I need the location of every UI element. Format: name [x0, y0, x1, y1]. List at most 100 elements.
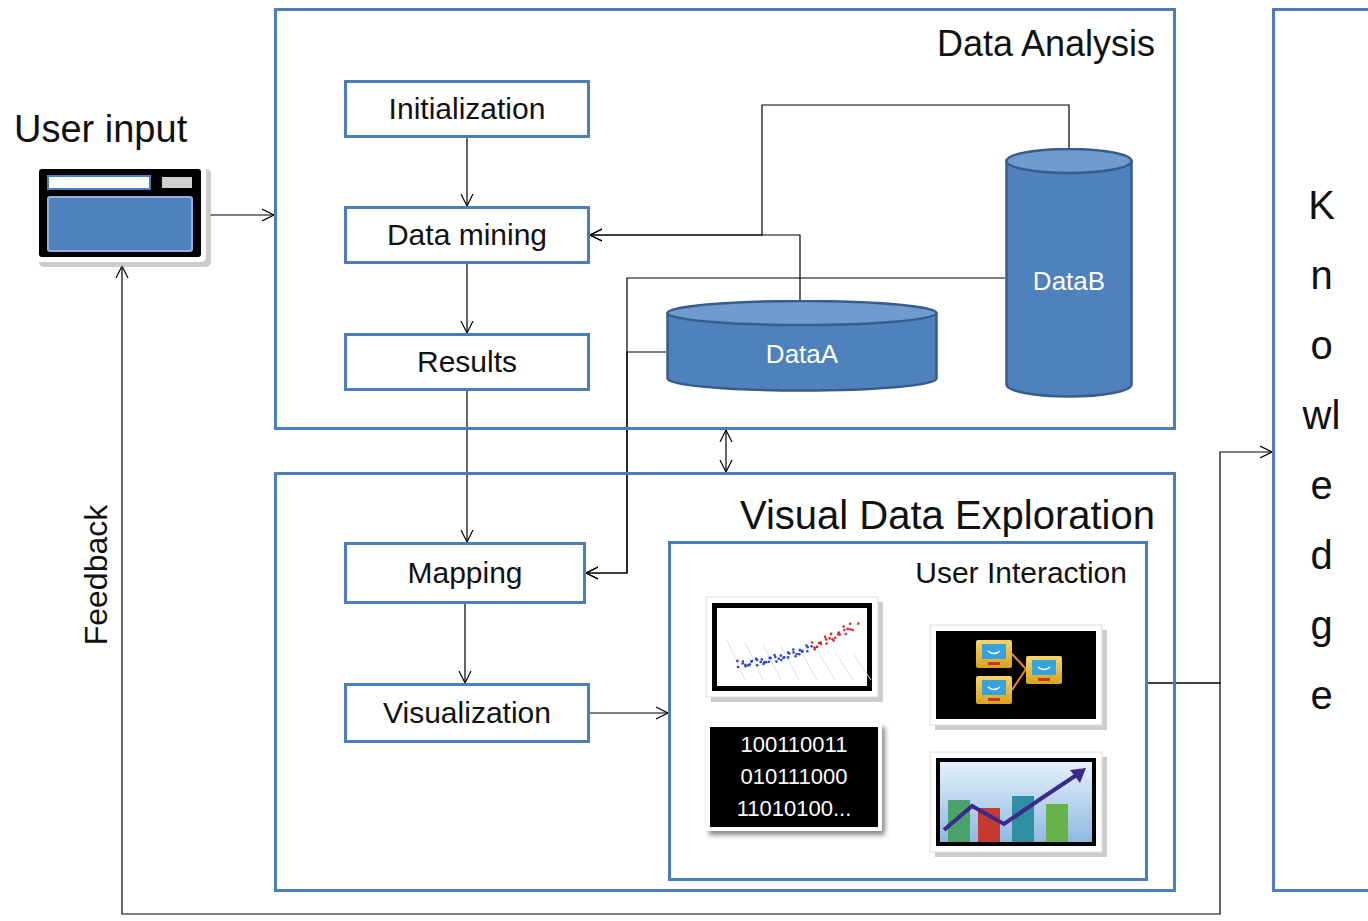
connector — [210, 214, 274, 215]
agents-thumbnail — [1032, 660, 1056, 675]
scatter-thumbnail — [761, 658, 764, 661]
interaction-panel: 100110011 010111000 11010100...User Inte… — [668, 541, 1148, 881]
connector — [590, 105, 1069, 235]
bar-chart-thumbnail — [948, 800, 970, 842]
knowledge-box: Knowledge — [1272, 8, 1368, 892]
scatter-thumbnail — [806, 650, 809, 653]
agents-thumbnail — [1012, 654, 1026, 690]
scatter-thumbnail — [727, 640, 745, 680]
scatter-thumbnail — [811, 641, 814, 644]
connector — [590, 235, 800, 300]
scatter-thumbnail — [853, 654, 871, 680]
agents-thumbnail — [936, 631, 1096, 719]
bar-chart-thumbnail — [930, 752, 1102, 852]
scatter-thumbnail — [799, 648, 817, 680]
scatter-thumbnail — [824, 636, 827, 639]
bar-chart-thumbnail — [1046, 804, 1068, 842]
process-box: Initialization — [344, 80, 590, 138]
scatter-thumbnail — [775, 660, 778, 663]
user-input-icon — [34, 164, 206, 262]
scatter-thumbnail — [817, 650, 835, 680]
scatter-thumbnail — [795, 653, 798, 656]
process-box: Results — [344, 333, 590, 391]
scatter-thumbnail — [748, 663, 751, 666]
scatter-thumbnail — [756, 664, 759, 667]
bar-chart-thumbnail — [935, 757, 1107, 857]
edge-label: Feedback — [78, 505, 115, 646]
node-label: Knowledge — [1302, 170, 1342, 730]
scatter-thumbnail — [792, 651, 795, 654]
scatter-thumbnail — [706, 597, 883, 702]
user-input-icon — [48, 197, 192, 251]
scatter-thumbnail — [769, 657, 772, 660]
scatter-thumbnail — [857, 622, 860, 625]
connector — [590, 712, 668, 713]
agents-thumbnail — [1026, 656, 1062, 684]
scatter-thumbnail — [810, 645, 813, 648]
scatter-thumbnail — [819, 641, 822, 644]
scatter-thumbnail — [712, 603, 872, 691]
analysis-panel: InitializationData miningResultsDataADat… — [274, 8, 1176, 430]
scatter-thumbnail — [736, 660, 739, 663]
scatter-thumbnail — [777, 658, 780, 661]
agents-thumbnail — [988, 698, 1000, 701]
scatter-thumbnail — [835, 652, 853, 680]
user-input-icon — [39, 169, 201, 257]
node-label: Results — [417, 345, 517, 379]
user-input-icon — [162, 177, 192, 188]
bar-chart-thumbnail — [940, 762, 1092, 842]
connector — [464, 604, 465, 683]
scatter-thumbnail — [816, 646, 819, 649]
node-label: Visualization — [383, 696, 551, 730]
scatter-thumbnail — [792, 648, 795, 651]
cylinder-outline — [1007, 149, 1132, 173]
scatter-thumbnail — [768, 657, 771, 660]
user-input-icon — [48, 176, 150, 189]
scatter-thumbnail — [768, 660, 771, 663]
agents-thumbnail — [976, 640, 1012, 668]
scatter-thumbnail — [844, 633, 847, 636]
scatter-thumbnail — [765, 661, 768, 664]
scatter-thumbnail — [706, 597, 878, 697]
scatter-thumbnail — [849, 628, 852, 631]
scatter-thumbnail — [799, 649, 802, 652]
scatter-thumbnail — [798, 653, 801, 656]
agents-thumbnail — [1038, 678, 1050, 681]
scatter-thumbnail — [813, 646, 816, 649]
bar-chart-thumbnail — [936, 758, 1096, 846]
bar-chart-thumbnail — [1012, 796, 1034, 842]
process-box: Visualization — [344, 683, 590, 743]
connector — [586, 352, 666, 573]
node-label: DataA — [766, 339, 838, 370]
scatter-thumbnail — [846, 628, 849, 631]
node-label: DataB — [1033, 266, 1105, 297]
scatter-thumbnail — [711, 602, 883, 702]
scatter-thumbnail — [736, 622, 860, 668]
agents-thumbnail — [976, 676, 1012, 704]
scatter-thumbnail — [759, 661, 762, 664]
scatter-thumbnail — [745, 642, 763, 680]
bar-chart-thumbnail — [944, 774, 1078, 830]
scatter-thumbnail — [787, 656, 790, 659]
scatter-thumbnail — [717, 608, 867, 686]
scatter-thumbnail — [849, 622, 852, 625]
scatter-thumbnail — [794, 655, 797, 658]
scatter-thumbnail — [843, 629, 846, 632]
node-label: 100110011 010111000 11010100... — [710, 729, 878, 825]
scatter-thumbnail — [783, 656, 786, 659]
scatter-thumbnail — [762, 663, 765, 666]
agents-thumbnail — [988, 651, 1000, 654]
agents-thumbnail — [930, 625, 1102, 725]
scatter-thumbnail — [773, 654, 776, 657]
user-input: User input — [14, 108, 210, 266]
node-label: Initialization — [389, 92, 546, 126]
scatter-thumbnail — [727, 640, 871, 680]
scatter-thumbnail — [831, 638, 834, 641]
scatter-thumbnail — [750, 660, 753, 663]
agents-thumbnail — [982, 644, 1006, 659]
scatter-thumbnail — [737, 666, 740, 669]
scatter-thumbnail — [744, 665, 747, 668]
scatter-thumbnail — [801, 650, 804, 653]
connector — [725, 430, 726, 472]
